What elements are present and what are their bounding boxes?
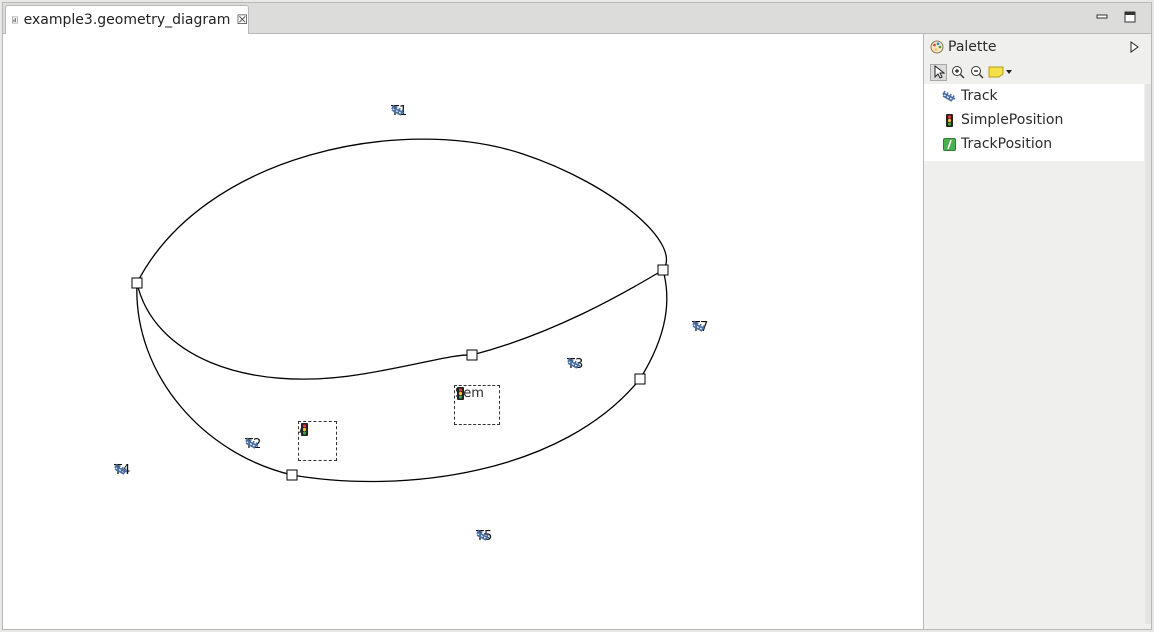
editor-tab[interactable]: example3.geometry_diagram ☒ [5,5,249,34]
track-node-t3[interactable]: T3 [567,357,583,372]
traffic-light-icon [301,423,308,436]
palette-title: Palette [948,39,997,55]
position-box-sem[interactable] [454,385,500,425]
select-tool[interactable] [930,63,947,81]
track-node-t1[interactable]: T1 [391,104,407,119]
palette-panel: Palette Track [923,34,1151,629]
traffic-light-icon [945,113,953,127]
connection-handle[interactable] [466,349,478,361]
connection-handle[interactable] [286,469,298,481]
track-segment[interactable] [136,282,293,476]
track-segment[interactable] [291,378,641,483]
traffic-light-icon [457,387,464,400]
palette-item-label: TrackPosition [961,136,1053,152]
zoom-out-icon [970,66,983,79]
note-tool[interactable] [987,64,1013,81]
zoom-in-tool[interactable] [949,64,966,81]
track-icon [942,90,956,102]
track-node-t7[interactable]: T7 [692,320,708,335]
palette-list: Track SimplePosition TrackPosition [924,84,1144,161]
track-icon [692,320,706,332]
track-node-t5[interactable]: T5 [476,529,492,544]
pointer-icon [934,65,945,79]
palette-icon [930,40,944,54]
track-icon [391,104,405,116]
palette-item-trackposition[interactable]: TrackPosition [924,132,1144,156]
connection-handle[interactable] [657,264,669,276]
palette-toolbar [924,60,1151,84]
position-box-a[interactable] [298,421,337,461]
palette-item-track[interactable]: Track [924,84,1144,108]
palette-item-label: Track [961,88,998,104]
zoom-out-tool[interactable] [968,64,985,81]
track-segment[interactable] [639,269,668,380]
note-icon [988,66,1004,78]
track-segment[interactable] [136,282,473,380]
dropdown-arrow-icon[interactable] [1006,69,1012,75]
position-label-sem: Sem [455,386,484,401]
track-segment[interactable] [471,269,664,356]
track-node-t2[interactable]: T2 [245,437,261,452]
track-icon [245,437,259,449]
diagram-canvas[interactable]: T1 T2 T3 T4 T5 T7 [3,34,923,629]
track-position-icon [942,137,956,151]
palette-item-label: SimplePosition [961,112,1064,128]
track-node-t4[interactable]: T4 [114,463,130,478]
zoom-in-icon [951,66,964,79]
position-label-a: A [299,422,308,437]
track-icon [567,357,581,369]
track-icon [114,463,128,475]
palette-scrollbar[interactable] [1145,84,1151,624]
maximize-icon[interactable] [1123,10,1137,24]
minimize-icon[interactable] [1095,10,1109,24]
diagram-file-icon [12,16,18,24]
palette-item-simpleposition[interactable]: SimplePosition [924,108,1144,132]
close-icon[interactable]: ☒ [236,12,248,28]
connection-handle[interactable] [634,373,646,385]
collapse-icon[interactable] [1129,41,1139,53]
tab-title: example3.geometry_diagram [23,12,231,28]
palette-header: Palette [924,34,1151,60]
tab-bar: example3.geometry_diagram ☒ [3,3,1151,34]
track-icon [476,529,490,541]
connection-handle[interactable] [131,277,143,289]
track-connections [131,138,669,483]
track-segment[interactable] [136,138,668,284]
